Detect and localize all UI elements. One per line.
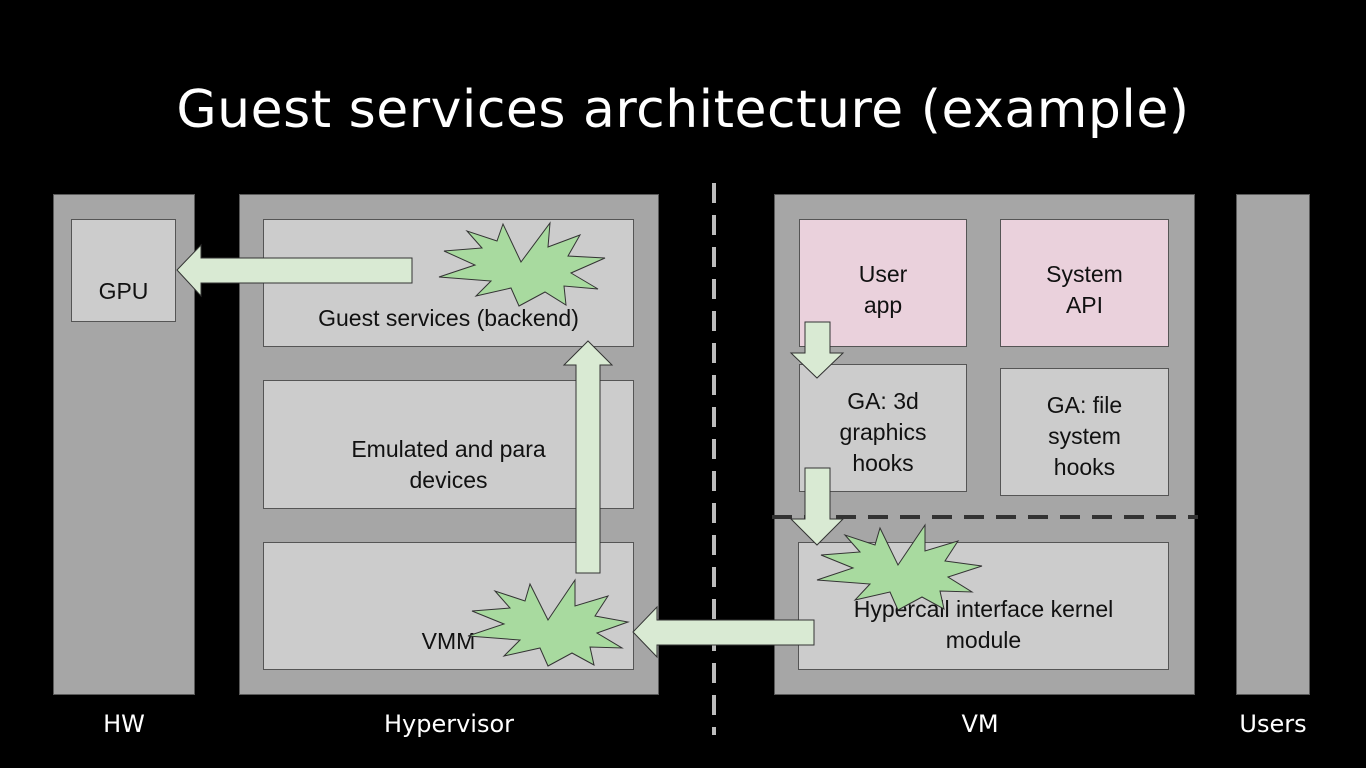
hypervisor-label: Hypervisor (383, 710, 515, 738)
emulated-devices-label: Emulated and para devices (351, 435, 546, 493)
vmm-box: VMM (263, 542, 634, 670)
ga-3d-graphics-box: GA: 3d graphics hooks (799, 364, 967, 492)
users-column (1236, 194, 1310, 695)
system-api-label: System API (1046, 261, 1123, 318)
slide-title: Guest services architecture (example) (176, 80, 1190, 140)
ga-3d-graphics-label: GA: 3d graphics hooks (839, 387, 927, 476)
emulated-devices-box: Emulated and para devices (263, 380, 634, 509)
vm-label: VM (961, 710, 999, 738)
vmm-label: VMM (421, 627, 476, 654)
hw-label: HW (103, 710, 145, 738)
system-api-box: System API (1000, 219, 1169, 347)
user-app-label: User app (858, 261, 908, 318)
guest-services-label: Guest services (backend) (318, 305, 579, 331)
gpu-label: GPU (98, 278, 149, 304)
ga-file-system-label: GA: file system hooks (1046, 391, 1123, 480)
user-app-box: User app (799, 219, 967, 347)
hypercall-module-box: Hypercall interface kernel module (798, 542, 1169, 670)
hypercall-module-label: Hypercall interface kernel module (853, 596, 1114, 653)
gpu-box: GPU (71, 219, 176, 322)
guest-services-box: Guest services (backend) (263, 219, 634, 347)
ga-file-system-box: GA: file system hooks (1000, 368, 1169, 496)
users-label: Users (1239, 710, 1307, 738)
